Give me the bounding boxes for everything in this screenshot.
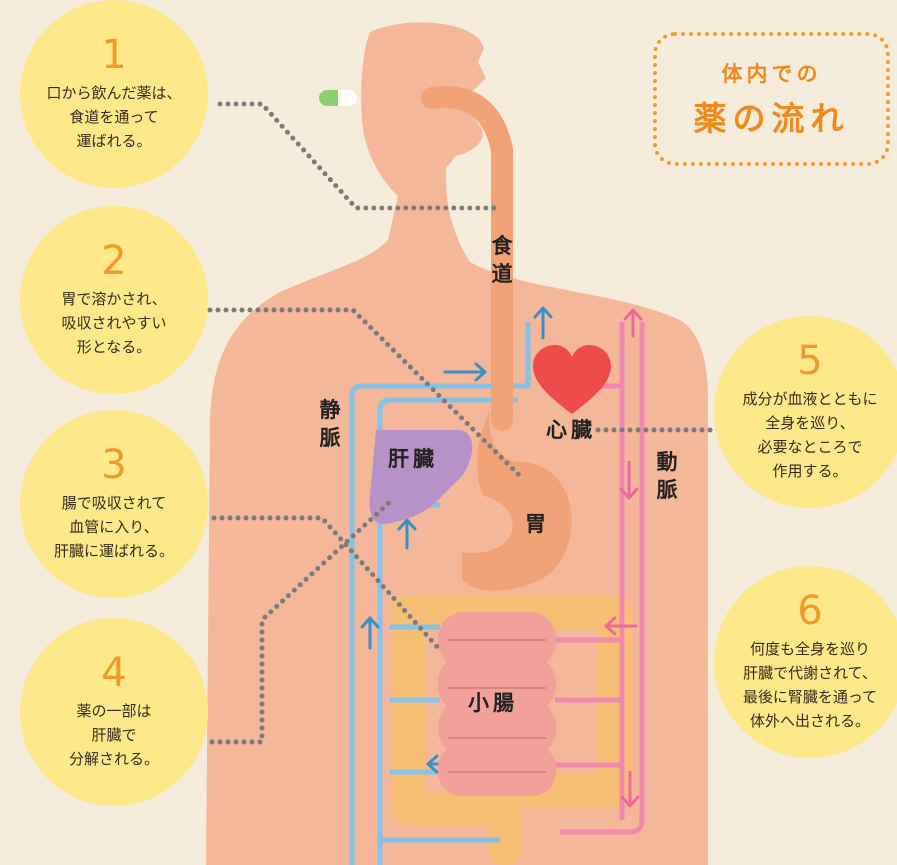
leader-line-2 [207,307,523,479]
step-number: 5 [797,338,823,384]
leader-lines [207,101,723,745]
step-6: 6 何度も全身を巡り 肝臓で代謝されて、 最後に腎臓を通って 体外へ出される。 [714,566,897,758]
step-4: 4 薬の一部は 肝臓で 分解される。 [20,618,208,806]
step-text: 胃で溶かされ、 吸収されやすい 形となる。 [61,290,167,356]
step-text: 口から飲んだ薬は、 食道を通って 運ばれる。 [46,84,182,150]
liver-label: 肝臓 [388,447,438,471]
heart-icon [533,345,611,414]
arrow-down [620,770,640,808]
small-intestine [438,612,556,796]
arrow-right [443,362,487,382]
leader-line-4 [209,497,395,745]
step-number: 6 [797,588,823,634]
stomach-label: 胃 [525,512,546,536]
step-text: 何度も全身を巡り 肝臓で代謝されて、 最後に腎臓を通って 体外へ出される。 [742,640,878,730]
arrow-down [619,460,639,500]
vein-vessels [349,322,531,865]
liver [369,430,473,524]
step-5: 5 成分が血液とともに 全身を巡り、 必要なところで 作用する。 [714,316,897,508]
step-number: 2 [101,238,127,284]
heart-label: 心臓 [546,418,596,442]
artery-label: 動脈 [656,450,678,502]
capsule-icon [319,90,357,106]
vein-label: 静脈 [319,398,341,450]
arrow-up [623,308,643,338]
step-2: 2 胃で溶かされ、 吸収されやすい 形となる。 [20,206,208,394]
step-number: 1 [101,32,127,78]
step-text: 腸で吸収されて 血管に入り、 肝臓に運ばれる。 [53,494,174,560]
step-circles [20,0,897,806]
esophagus-label: 食道 [491,234,513,286]
leader-line-3 [211,515,443,653]
step-number: 4 [101,650,127,696]
step-1: 1 口から飲んだ薬は、 食道を通って 運ばれる。 [20,0,208,188]
arrow-left [604,616,638,636]
stomach [462,412,572,591]
arrow-up [397,518,417,550]
arrow-up [533,306,553,340]
step-text: 薬の一部は 肝臓で 分解される。 [68,702,159,768]
leader-line-1 [217,101,499,211]
title-line1: 体内での [721,62,822,86]
step-text: 成分が血液とともに 全身を巡り、 必要なところで 作用する。 [742,390,878,480]
title-line2: 薬の流れ [693,99,850,138]
flow-arrows [360,306,643,808]
title-box: 体内での 薬の流れ [653,32,890,166]
small-intestine-label: 小腸 [468,691,518,715]
large-intestine [391,595,632,865]
step-3: 3 腸で吸収されて 血管に入り、 肝臓に運ばれる。 [20,410,208,598]
arrow-up [360,616,380,650]
esophagus [421,86,513,431]
step-number: 3 [101,442,127,488]
